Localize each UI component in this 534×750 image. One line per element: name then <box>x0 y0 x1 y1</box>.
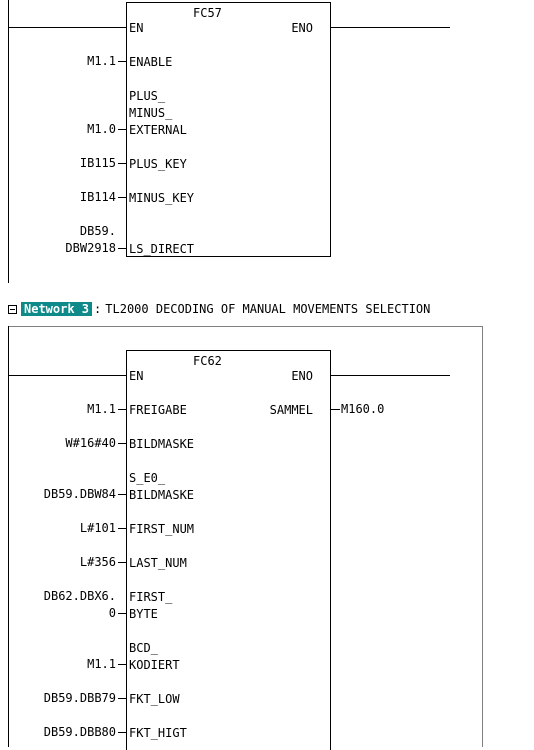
operand-l101[interactable]: L#101 <box>79 521 116 535</box>
param-plus-minus-2: MINUS_ <box>129 106 173 120</box>
param-fkt-low: FKT_LOW <box>129 692 180 706</box>
fc62-block[interactable]: FC62 EN ENO SAMMEL FREIGABE BILDMASKE S_… <box>126 350 331 750</box>
operand-db59-2[interactable]: DBW2918 <box>65 241 116 255</box>
param-ls-direct: LS_DIRECT <box>129 242 195 256</box>
param-bcd-2: KODIERT <box>129 658 180 672</box>
eno-wire <box>330 375 450 376</box>
param-minus-key: MINUS_KEY <box>129 191 195 205</box>
collapse-icon[interactable] <box>8 304 17 314</box>
eno-wire <box>330 27 450 28</box>
param-first-byte-1: FIRST_ <box>129 590 173 604</box>
network-label[interactable]: Network 3 <box>21 302 93 316</box>
param-fkt-higt: FKT_HIGT <box>129 726 187 740</box>
network-header: Network 3 : TL2000 DECODING OF MANUAL MO… <box>8 300 430 318</box>
param-s-e0-1: S_E0_ <box>129 471 166 485</box>
param-freigabe: FREIGABE <box>129 403 187 417</box>
param-plus-minus-1: PLUS_ <box>129 89 166 103</box>
operand-ib115[interactable]: IB115 <box>79 156 116 170</box>
param-plus-minus-3: EXTERNAL <box>129 123 187 137</box>
operand-db59-dbb79[interactable]: DB59.DBB79 <box>43 691 116 705</box>
operand-m160-0[interactable]: M160.0 <box>341 402 385 416</box>
param-enable: ENABLE <box>129 55 173 69</box>
en-wire <box>8 375 126 376</box>
operand-l356[interactable]: L#356 <box>79 555 116 569</box>
network-title[interactable]: TL2000 DECODING OF MANUAL MOVEMENTS SELE… <box>105 302 431 316</box>
param-first-byte-2: BYTE <box>129 607 158 621</box>
en-pin: EN <box>129 369 144 383</box>
eno-pin: ENO <box>291 21 313 35</box>
en-pin: EN <box>129 21 144 35</box>
param-first-num: FIRST_NUM <box>129 522 195 536</box>
operand-db59-dbb80[interactable]: DB59.DBB80 <box>43 725 116 739</box>
operand-m1-0[interactable]: M1.0 <box>87 122 116 136</box>
network-separator: : <box>94 302 102 316</box>
fc57-block[interactable]: FC57 EN ENO ENABLE PLUS_ MINUS_ EXTERNAL… <box>126 2 331 257</box>
param-bildmaske: BILDMASKE <box>129 437 195 451</box>
operand-db59-1[interactable]: DB59. <box>79 224 116 238</box>
operand-m1-1[interactable]: M1.1 <box>87 402 116 416</box>
param-bcd-1: BCD_ <box>129 641 158 655</box>
param-s-e0-2: BILDMASKE <box>129 488 195 502</box>
operand-m1-1-bcd[interactable]: M1.1 <box>87 657 116 671</box>
block-name: FC57 <box>193 6 222 20</box>
operand-db62-2[interactable]: 0 <box>108 606 116 620</box>
operand-w16-40[interactable]: W#16#40 <box>65 436 116 450</box>
power-rail <box>8 0 9 283</box>
block-name: FC62 <box>193 354 222 368</box>
operand-db62-1[interactable]: DB62.DBX6. <box>43 589 116 603</box>
param-last-num: LAST_NUM <box>129 556 187 570</box>
power-rail <box>8 326 9 747</box>
param-plus-key: PLUS_KEY <box>129 157 187 171</box>
eno-pin: ENO <box>291 369 313 383</box>
operand-ib114[interactable]: IB114 <box>79 190 116 204</box>
operand-db59-dbw84[interactable]: DB59.DBW84 <box>43 487 116 501</box>
en-wire <box>8 27 126 28</box>
out-param-sammel: SAMMEL <box>269 403 313 417</box>
operand-m1-1[interactable]: M1.1 <box>87 54 116 68</box>
